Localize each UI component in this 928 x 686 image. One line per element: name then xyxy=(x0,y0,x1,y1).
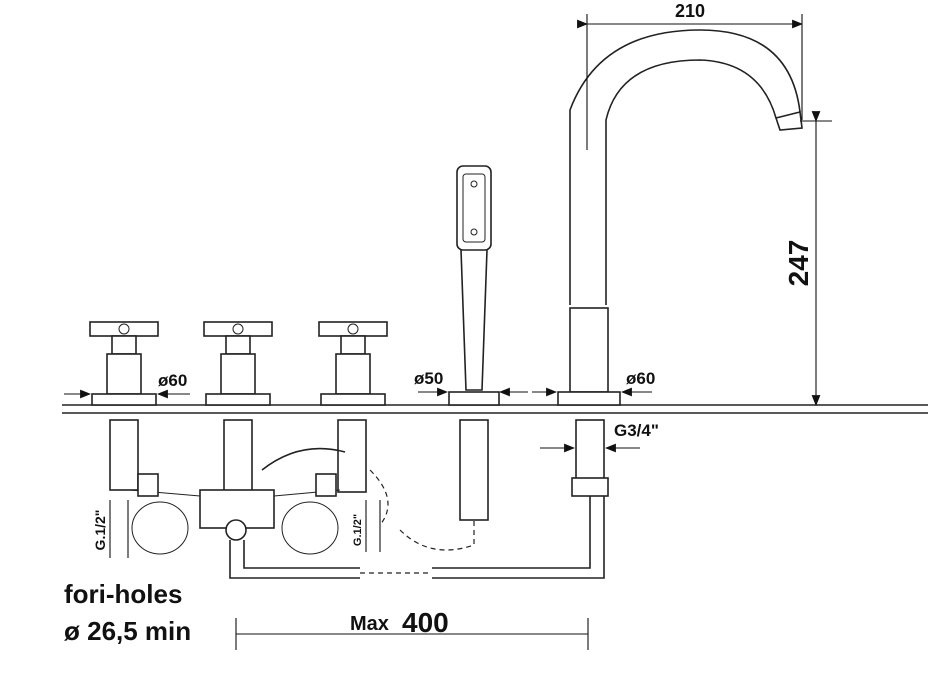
hand-shower xyxy=(448,165,500,406)
mid-thread-label: G.1/2" xyxy=(352,514,364,546)
spout-thread-label: G3/4" xyxy=(614,421,659,440)
spout-reach-label: 210 xyxy=(675,1,705,21)
max-value-label: 400 xyxy=(402,607,449,638)
cross-handle-right xyxy=(318,321,388,406)
cross-handle-center xyxy=(203,321,273,406)
shower-diameter-label: ø50 xyxy=(414,369,443,388)
deck-plate xyxy=(62,404,928,414)
under-deck-piping xyxy=(109,419,609,579)
dimension-spout-height xyxy=(800,111,832,407)
handle-diameter-label: ø60 xyxy=(158,371,187,390)
cross-handle-left xyxy=(89,321,159,406)
dimension-max-400 xyxy=(235,618,589,650)
gooseneck-spout xyxy=(557,29,803,406)
holes-label-line1: fori-holes xyxy=(64,579,182,609)
dimension-spout-reach xyxy=(577,14,804,150)
spout-diameter-label: ø60 xyxy=(626,369,655,388)
max-prefix-label: Max xyxy=(350,613,389,635)
holes-label-line2: ø 26,5 min xyxy=(64,616,191,646)
left-thread-label: G.1/2" xyxy=(92,510,108,551)
spout-height-label: 247 xyxy=(783,240,814,287)
dimension-arrows-diameters xyxy=(64,387,652,558)
